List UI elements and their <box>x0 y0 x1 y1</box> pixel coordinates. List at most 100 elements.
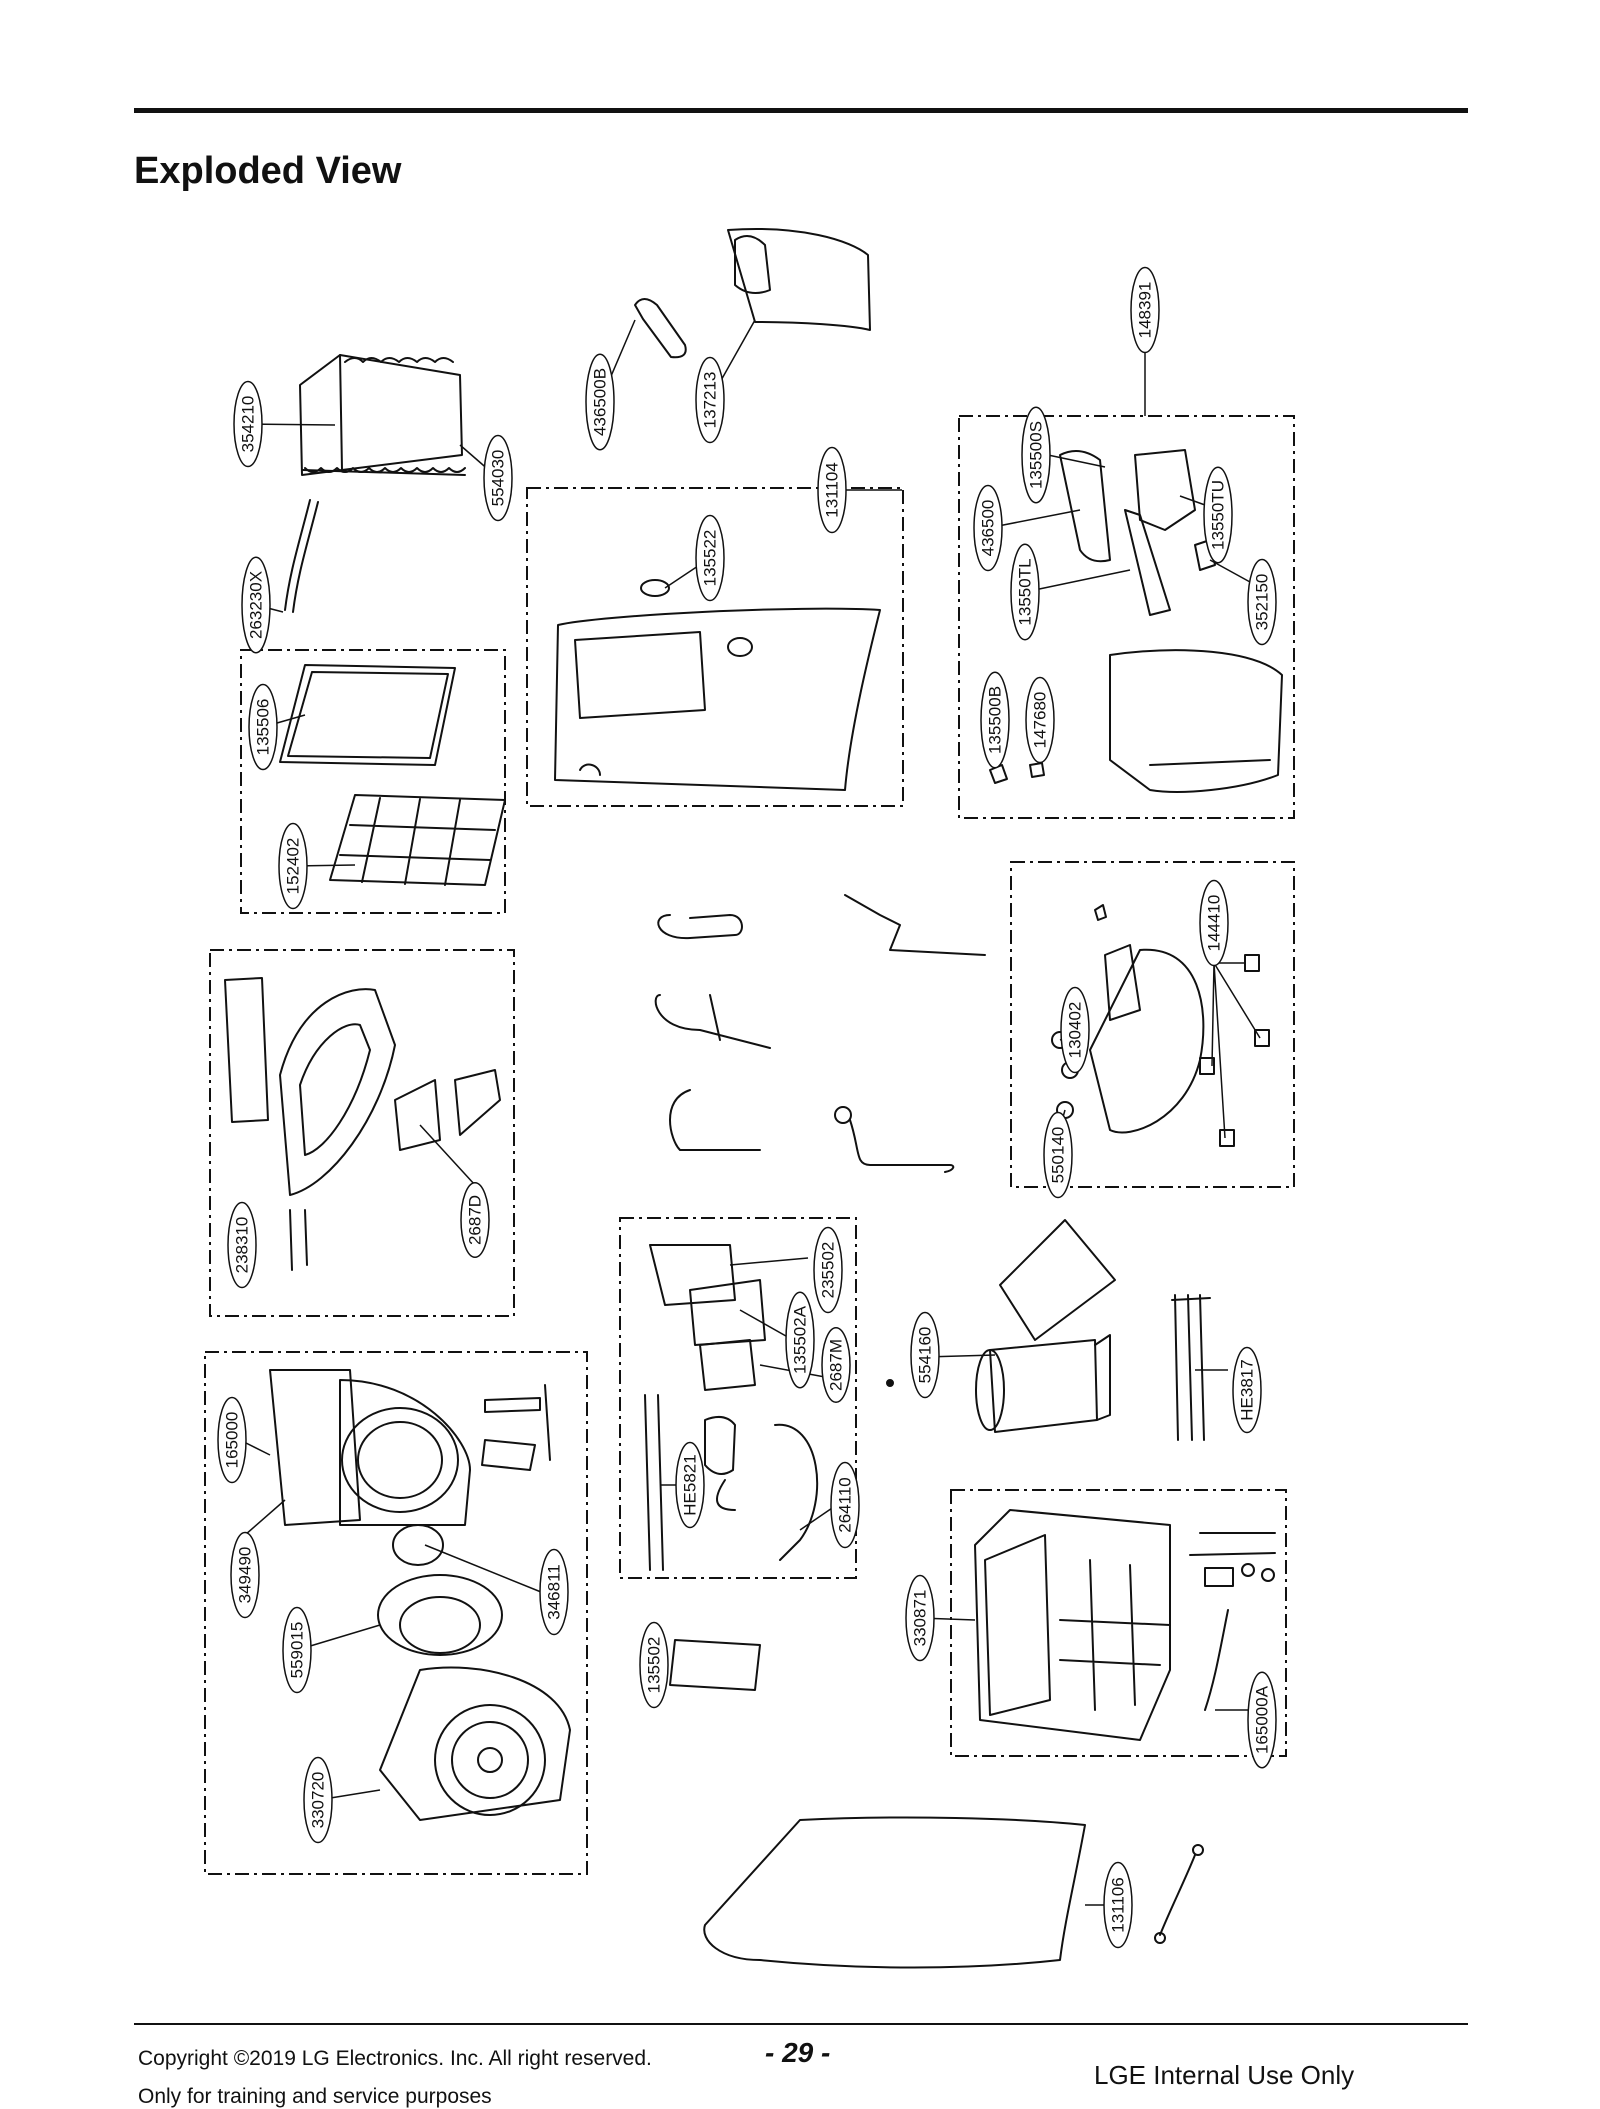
part-label-135502: 135502 <box>639 1621 669 1709</box>
part-label-263230x: 263230X <box>241 556 271 654</box>
part-label-130402: 130402 <box>1060 986 1090 1074</box>
bottom-rule <box>134 2023 1468 2025</box>
part-label-550140: 550140 <box>1043 1111 1073 1199</box>
group-box-exhaust <box>958 415 1295 819</box>
part-number-text: 147680 <box>1031 692 1050 749</box>
group-box-front-panel <box>526 487 904 807</box>
part-number-text: 130402 <box>1066 1002 1085 1059</box>
electrical-box-drawing <box>644 1244 819 1571</box>
heater-drawing <box>1171 1294 1211 1441</box>
part-number-text: 2687D <box>466 1195 485 1245</box>
part-number-text: 2687M <box>827 1339 846 1391</box>
part-label-330720: 330720 <box>303 1756 333 1844</box>
part-label-235502: 235502 <box>813 1226 843 1314</box>
copyright-text: Copyright ©2019 LG Electronics. Inc. All… <box>138 2047 652 2070</box>
part-number-text: 13550TU <box>1209 480 1228 550</box>
group-box-compressor-base <box>950 1489 1287 1757</box>
part-label-144410: 144410 <box>1199 879 1229 967</box>
part-label-13550tl: 13550TL <box>1010 543 1040 641</box>
side-cover-drawing <box>669 1639 761 1691</box>
part-label-135500b: 135500B <box>980 671 1010 769</box>
part-number-text: 238310 <box>233 1217 252 1274</box>
top-grille-drawing <box>634 228 871 359</box>
part-number-text: 436500B <box>591 368 610 436</box>
part-label-436500: 436500 <box>973 484 1003 572</box>
part-label-264110: 264110 <box>830 1461 860 1549</box>
rear-cover-drawing <box>703 1816 1204 1969</box>
part-label-he5821: HE5821 <box>675 1441 705 1529</box>
part-number-text: 554160 <box>916 1327 935 1384</box>
part-number-text: 263230X <box>247 571 266 639</box>
part-label-165000: 165000 <box>217 1396 247 1484</box>
part-label-148391: 148391 <box>1130 266 1160 354</box>
part-number-text: 131106 <box>1109 1877 1128 1932</box>
part-label-135502a: 135502A <box>785 1291 815 1389</box>
group-box-casters <box>1010 861 1295 1188</box>
part-label-346811: 346811 <box>539 1548 569 1636</box>
part-number-text: 135500B <box>986 686 1005 754</box>
part-label-147680: 147680 <box>1025 676 1055 764</box>
part-label-135522: 135522 <box>695 514 725 602</box>
part-number-text: 352150 <box>1253 574 1272 631</box>
part-number-text: 135502 <box>645 1637 664 1694</box>
part-label-165000a: 165000A <box>1247 1671 1277 1769</box>
part-label-559015: 559015 <box>282 1606 312 1694</box>
part-number-text: 131104 <box>823 462 842 517</box>
page-number: - 29 - <box>765 2037 831 2068</box>
part-number-text: 330720 <box>309 1772 328 1829</box>
part-label-352150: 352150 <box>1247 558 1277 646</box>
compressor-drawing <box>886 1219 1116 1433</box>
group-box-blower <box>204 1351 588 1875</box>
part-label-135500s: 135500S <box>1021 406 1051 504</box>
part-label-he3817: HE3817 <box>1232 1346 1262 1434</box>
base-pan-drawing <box>974 1509 1276 1741</box>
part-label-238310: 238310 <box>227 1201 257 1289</box>
part-number-text: 135502A <box>791 1305 810 1374</box>
part-label-131104: 131104 <box>817 446 847 534</box>
blower-assembly-drawing <box>269 1369 571 1821</box>
part-label-554160: 554160 <box>910 1311 940 1399</box>
part-label-2687d: 2687D <box>460 1182 490 1258</box>
part-label-554030: 554030 <box>483 434 513 522</box>
part-number-text: HE5821 <box>681 1454 700 1515</box>
part-number-text: 135506 <box>254 699 273 756</box>
part-label-330871: 330871 <box>905 1574 935 1662</box>
exhaust-duct-drawing <box>989 449 1283 793</box>
filters-drawing <box>279 664 506 886</box>
part-label-135506: 135506 <box>248 683 278 771</box>
part-number-text: 137213 <box>701 372 720 429</box>
part-label-2687m: 2687M <box>821 1327 851 1403</box>
part-label-131106: 131106 <box>1103 1861 1133 1949</box>
part-number-text: 152402 <box>284 838 303 895</box>
part-number-text: 165000 <box>223 1412 242 1469</box>
internal-use-note: LGE Internal Use Only <box>1094 2060 1355 2090</box>
copper-tubing-drawing <box>654 894 986 1173</box>
part-number-text: 13550TL <box>1016 558 1035 625</box>
part-number-text: 349490 <box>236 1547 255 1604</box>
part-label-349490: 349490 <box>230 1531 260 1619</box>
group-box-electrical <box>619 1217 857 1579</box>
part-number-text: 346811 <box>545 1564 564 1619</box>
page-title: Exploded View <box>134 150 402 192</box>
part-number-text: 135500S <box>1027 421 1046 489</box>
part-label-137213: 137213 <box>695 356 725 444</box>
evaporator-coil-drawing <box>299 354 466 476</box>
part-number-text: 264110 <box>836 1477 855 1532</box>
part-number-text: 144410 <box>1205 895 1224 952</box>
top-rule <box>134 108 1468 113</box>
part-number-text: 148391 <box>1136 282 1155 339</box>
training-note: Only for training and service purposes <box>138 2085 492 2108</box>
part-label-13550tu: 13550TU <box>1203 466 1233 564</box>
part-number-text: HE3817 <box>1238 1359 1257 1420</box>
group-box-filter <box>240 649 506 914</box>
part-number-text: 354210 <box>239 396 258 453</box>
group-box-control <box>209 949 515 1317</box>
part-number-text: 330871 <box>911 1590 930 1647</box>
part-label-354210: 354210 <box>233 380 263 468</box>
part-number-text: 550140 <box>1049 1127 1068 1184</box>
part-label-436500b: 436500B <box>585 353 615 451</box>
part-number-text: 135522 <box>701 530 720 587</box>
drain-hose-drawing <box>284 499 319 613</box>
part-number-text: 554030 <box>489 450 508 507</box>
